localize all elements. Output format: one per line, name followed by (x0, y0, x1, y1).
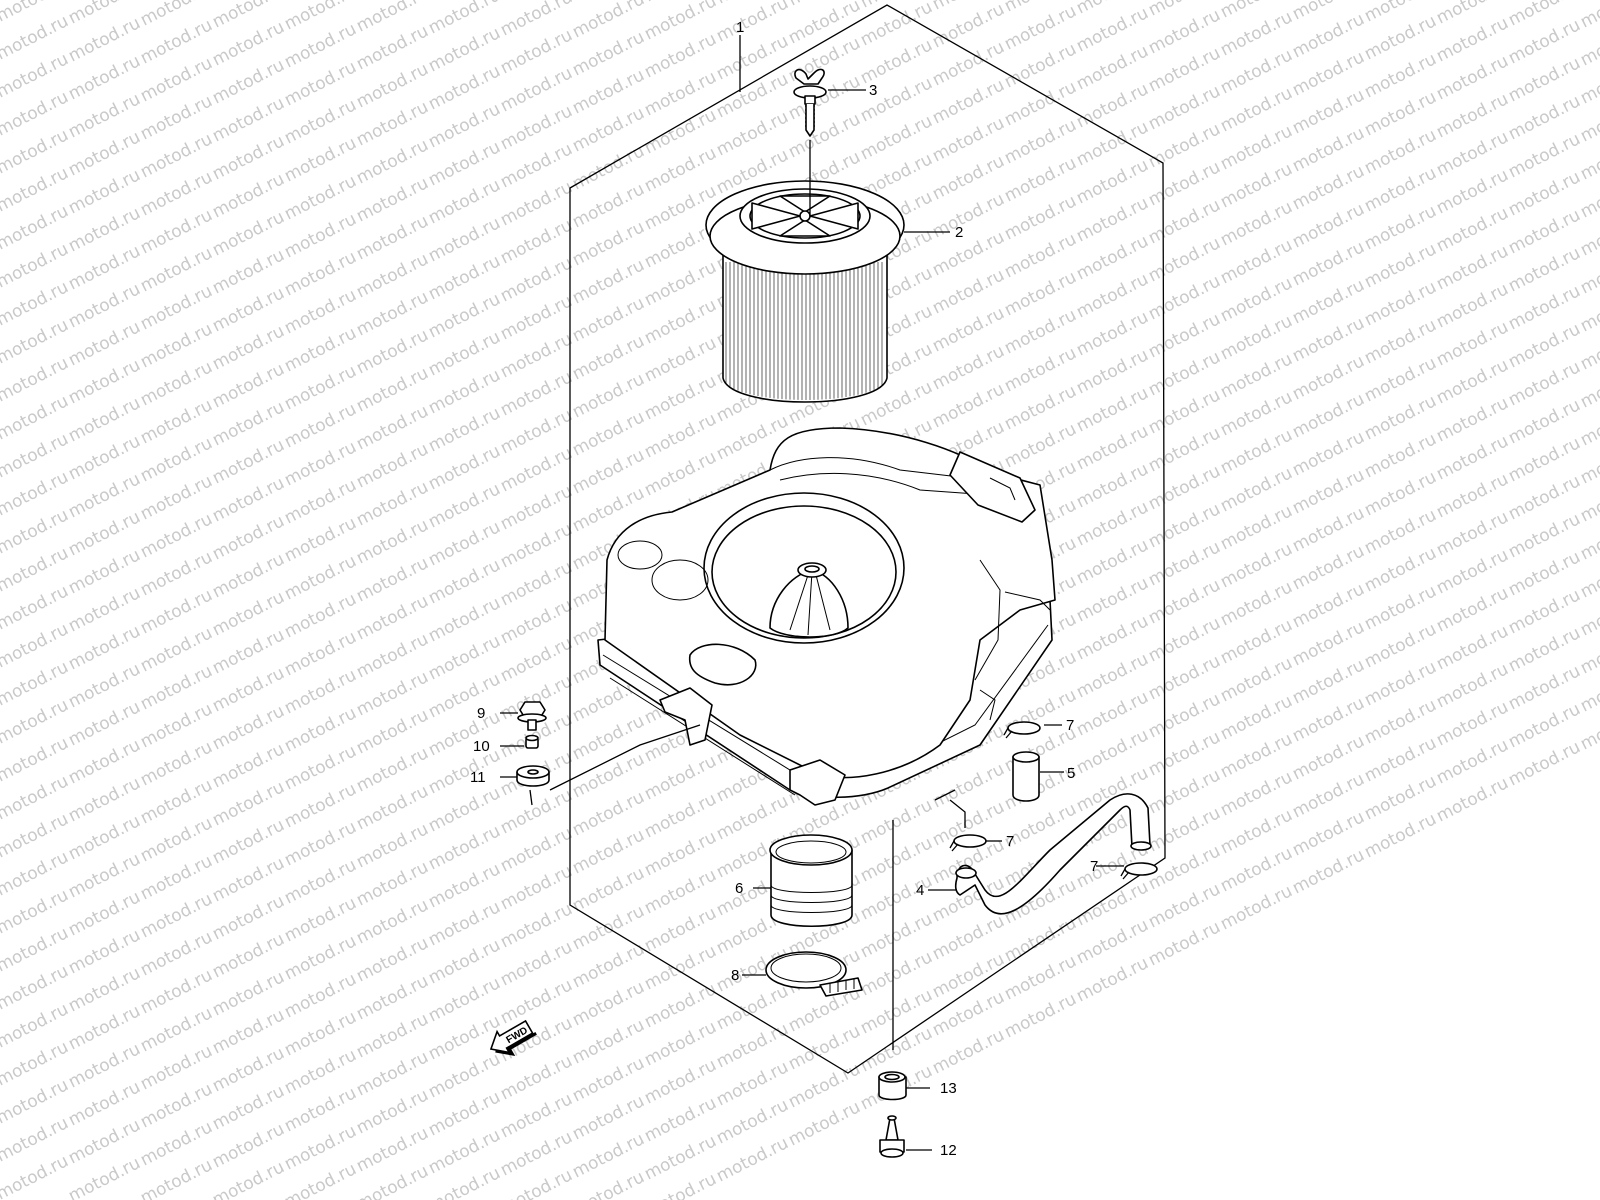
bolt-part-9 (517, 701, 547, 731)
collar-part-10 (525, 734, 539, 749)
air-cleaner-case (597, 427, 1056, 806)
callout-7-right: 7 (1090, 858, 1098, 875)
hose-clamp-part-8 (765, 951, 863, 997)
fwd-arrow-icon: FWD (489, 1019, 537, 1057)
grommet-part-11 (516, 765, 550, 787)
assembly-boundary (569, 4, 1166, 1074)
filter-pleats (725, 262, 883, 400)
callout-1: 1 (736, 19, 744, 36)
callout-13: 13 (940, 1080, 957, 1097)
callout-labels: 1 3 2 7 5 7 7 4 6 8 9 10 11 13 12 (470, 19, 1098, 1159)
callout-2: 2 (955, 224, 963, 241)
intake-boot-part-6 (769, 834, 853, 927)
short-hose-part-5 (1012, 751, 1040, 802)
callout-8: 8 (731, 967, 739, 984)
callout-6: 6 (735, 880, 743, 897)
wing-bolt-part-3 (793, 68, 827, 137)
callout-5: 5 (1067, 765, 1075, 782)
drain-hose-part-4 (954, 793, 1152, 915)
callout-9: 9 (477, 705, 485, 722)
callout-11: 11 (470, 769, 486, 786)
drain-grommet-part-13 (878, 1071, 907, 1101)
callout-4: 4 (916, 882, 924, 899)
callout-12: 12 (940, 1142, 957, 1159)
air-filter-element-part-2 (705, 180, 905, 403)
leader-lines (500, 35, 1124, 1151)
drain-plug-part-12 (879, 1115, 905, 1158)
hose-clip-part-7a (1003, 721, 1041, 739)
hose-clip-part-7c (1120, 862, 1158, 880)
callout-10: 10 (473, 738, 490, 755)
callout-3: 3 (869, 82, 877, 99)
callout-7-middle: 7 (1006, 833, 1014, 850)
callout-7-upper: 7 (1066, 717, 1074, 734)
